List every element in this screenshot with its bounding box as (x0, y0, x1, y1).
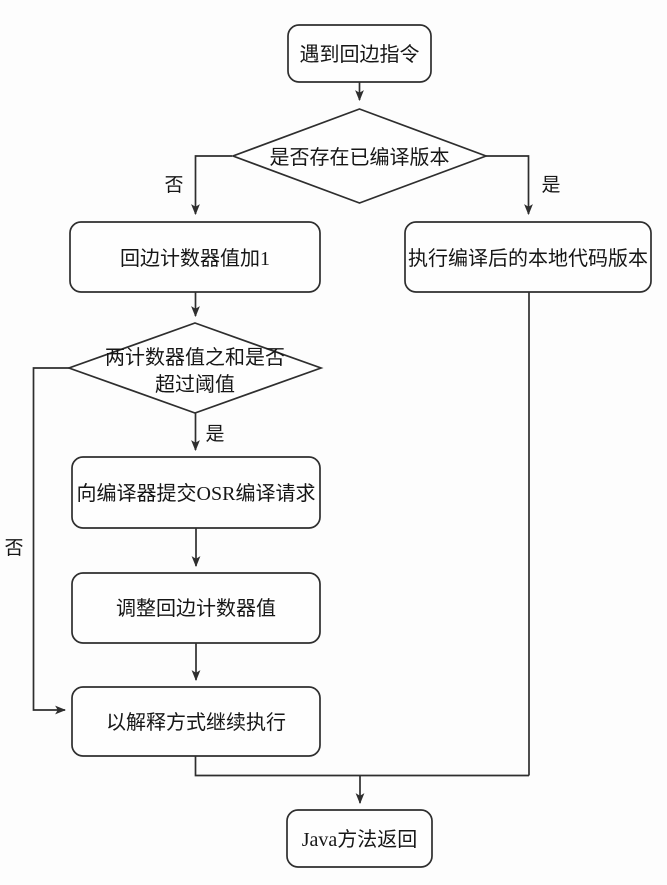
start-node (287, 24, 432, 83)
node-labels: 遇到回边指令 是否存在已编译版本 回边计数器值加1 执行编译后的本地代码版本 两… (77, 43, 648, 851)
start-node-label: 遇到回边指令 (300, 43, 420, 66)
adjust-counter-node (71, 572, 321, 644)
edge-label-compiled-no: 否 (164, 175, 183, 196)
edge-label-threshold-yes: 是 (205, 424, 224, 445)
edge-interpret-to-merge (194, 756, 529, 777)
decision-threshold-node (66, 322, 324, 414)
edge-decision1-no (191, 155, 232, 216)
decision-threshold-label-line2: 超过阈值 (155, 373, 235, 396)
edge-label-threshold-no: 否 (4, 538, 23, 559)
submit-osr-label: 向编译器提交OSR编译请求 (77, 482, 316, 505)
adjust-counter-label: 调整回边计数器值 (116, 597, 276, 620)
connectors (32, 82, 533, 805)
end-node (286, 809, 433, 868)
increment-counter-node (69, 221, 321, 293)
decision-compiled-label: 是否存在已编译版本 (270, 146, 450, 169)
edge-decision2-no (32, 367, 69, 715)
submit-osr-node (71, 456, 321, 529)
edge-decision1-yes (486, 155, 533, 216)
increment-counter-label: 回边计数器值加1 (120, 247, 270, 270)
edge-label-compiled-yes: 是 (541, 175, 560, 196)
execute-native-label: 执行编译后的本地代码版本 (408, 247, 648, 270)
continue-interpreted-node (71, 686, 321, 757)
end-node-label: Java方法返回 (302, 828, 418, 851)
edge-labels: 否 是 是 否 (4, 175, 560, 559)
decision-threshold-label-line1: 两计数器值之和是否 (105, 346, 285, 369)
decision-compiled-node (230, 108, 489, 204)
execute-native-node (404, 221, 652, 293)
continue-interpreted-label: 以解释方式继续执行 (106, 711, 286, 734)
nodes (66, 24, 652, 868)
